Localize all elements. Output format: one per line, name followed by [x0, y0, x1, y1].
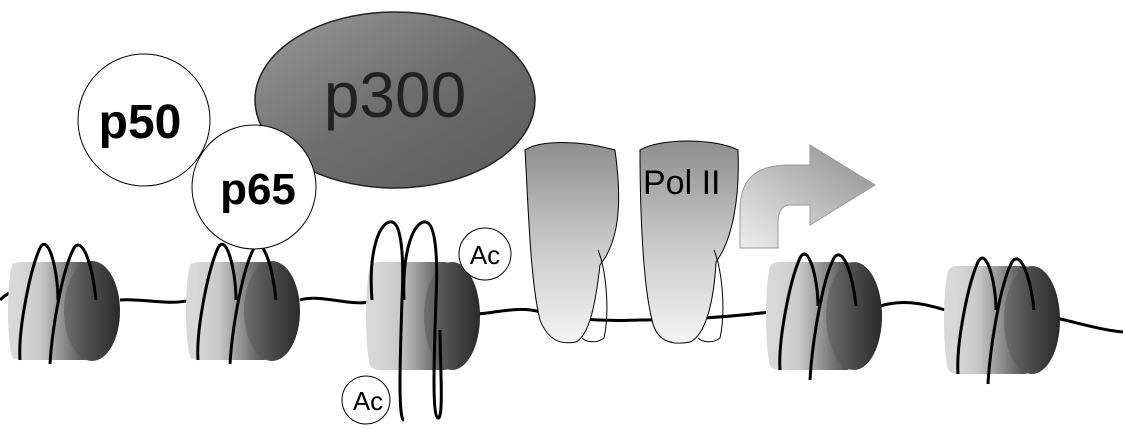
nucleosome-4 — [766, 254, 882, 380]
nucleosome-2 — [186, 244, 300, 364]
p65-label: p65 — [220, 165, 296, 214]
p50-subunit: p50 — [78, 54, 210, 186]
p50-label: p50 — [99, 96, 182, 149]
pol-ii-label: Pol II — [643, 164, 720, 202]
acetyl-tag-bottom-label: Ac — [353, 386, 383, 416]
p65-subunit: p65 — [192, 125, 316, 249]
nucleosome-1 — [8, 244, 120, 364]
acetyl-tag-top-label: Ac — [470, 240, 500, 270]
acetyl-tag-bottom: Ac — [342, 376, 390, 424]
nucleosome-5 — [944, 258, 1060, 384]
pol-ii-left-subunit — [525, 143, 619, 343]
transcription-arrow — [740, 145, 875, 248]
acetyl-tag-top: Ac — [459, 228, 511, 280]
p300-label: p300 — [324, 59, 466, 131]
